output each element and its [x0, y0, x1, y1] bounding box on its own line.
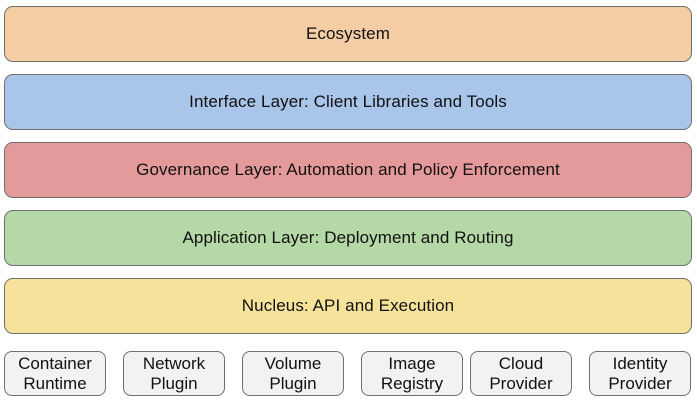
layer-interface-label: Interface Layer: Client Libraries and To…	[189, 92, 507, 111]
layer-application-label: Application Layer: Deployment and Routin…	[182, 228, 514, 247]
plugin-label-line2: Provider	[489, 373, 553, 393]
plugin-label-line2: Runtime	[23, 373, 87, 393]
layer-nucleus-label: Nucleus: API and Execution	[241, 296, 455, 315]
plugin-image-registry: Image Registry	[361, 351, 463, 396]
layer-governance: Governance Layer: Automation and Policy …	[4, 142, 692, 198]
plugin-identity-provider: Identity Provider	[589, 351, 691, 396]
layer-nucleus: Nucleus: API and Execution	[4, 278, 692, 334]
layer-governance-label: Governance Layer: Automation and Policy …	[136, 160, 560, 179]
plugin-label-line2: Registry	[380, 373, 444, 393]
plugin-label-line2: Provider	[608, 373, 672, 393]
plugin-label-line1: Container	[18, 353, 92, 373]
plugin-label-line2: Plugin	[269, 373, 317, 393]
layer-ecosystem-label: Ecosystem	[305, 24, 391, 43]
plugin-label-line1: Cloud	[498, 353, 544, 373]
plugin-cloud-provider: Cloud Provider	[470, 351, 572, 396]
plugin-volume-plugin: Volume Plugin	[242, 351, 344, 396]
layer-application: Application Layer: Deployment and Routin…	[4, 210, 692, 266]
plugin-network-plugin: Network Plugin	[123, 351, 225, 396]
plugin-label-line1: Image	[388, 353, 436, 373]
layer-interface: Interface Layer: Client Libraries and To…	[4, 74, 692, 130]
plugin-label-line1: Identity	[612, 353, 668, 373]
plugin-label-line1: Network	[142, 353, 206, 373]
plugin-label-line2: Plugin	[150, 373, 198, 393]
plugin-label-line1: Volume	[264, 353, 322, 373]
layer-ecosystem: Ecosystem	[4, 6, 692, 62]
plugin-container-runtime: Container Runtime	[4, 351, 106, 396]
